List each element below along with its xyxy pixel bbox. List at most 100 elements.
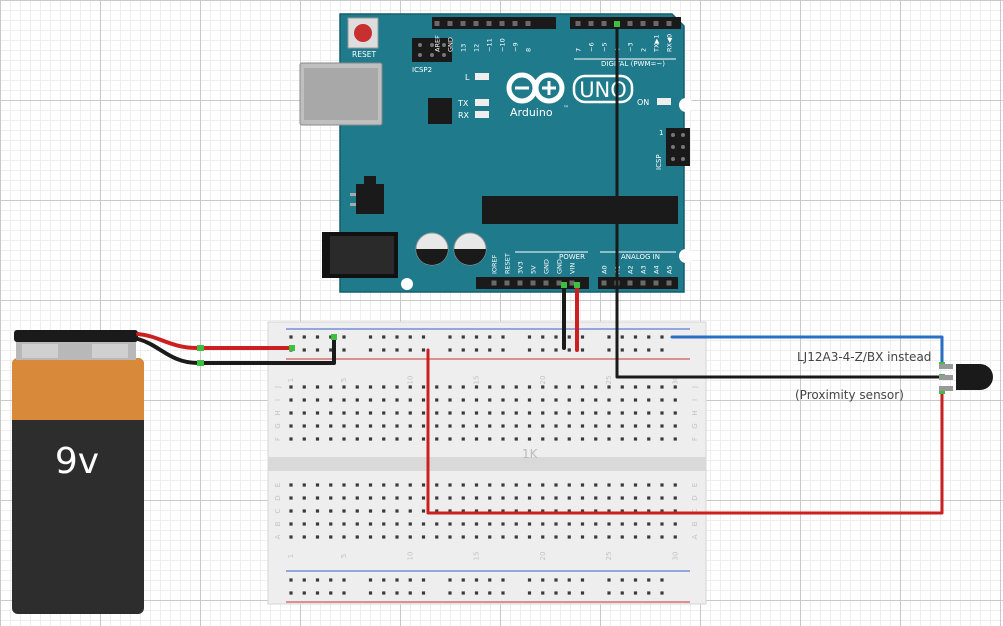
breadboard-hole bbox=[567, 424, 571, 428]
breadboard-hole bbox=[461, 509, 465, 513]
uno-badge bbox=[572, 74, 634, 104]
breadboard-hole bbox=[342, 437, 346, 441]
breadboard-hole bbox=[302, 398, 306, 402]
breadboard-hole bbox=[329, 437, 333, 441]
breadboard-hole bbox=[315, 578, 320, 582]
column-number: 20 bbox=[539, 376, 547, 385]
header-hole bbox=[640, 280, 646, 286]
breadboard-hole bbox=[607, 398, 611, 402]
breadboard-hole bbox=[302, 437, 306, 441]
breadboard-hole bbox=[342, 424, 346, 428]
row-letter: H bbox=[691, 410, 699, 415]
breadboard-hole bbox=[289, 483, 293, 487]
breadboard-hole bbox=[289, 398, 293, 402]
breadboard-hole bbox=[461, 496, 465, 500]
breadboard-hole bbox=[448, 411, 452, 415]
breadboard-hole bbox=[302, 535, 306, 539]
capacitor bbox=[453, 232, 487, 266]
breadboard-hole bbox=[289, 509, 293, 513]
icsp2-header bbox=[412, 38, 452, 62]
breadboard-hole bbox=[355, 437, 359, 441]
breadboard-hole bbox=[302, 348, 306, 352]
breadboard-hole bbox=[421, 348, 426, 352]
breadboard-hole bbox=[501, 398, 505, 402]
breadboard-hole bbox=[633, 437, 638, 441]
breadboard-hole bbox=[647, 437, 651, 441]
breadboard-hole bbox=[315, 496, 320, 500]
battery-label: 9v bbox=[55, 441, 99, 482]
battery-terminal bbox=[22, 344, 58, 358]
breadboard-hole bbox=[474, 335, 479, 339]
breadboard-hole bbox=[541, 348, 545, 352]
breadboard-hole bbox=[660, 483, 664, 487]
breadboard-hole bbox=[620, 335, 624, 339]
breadboard-hole bbox=[501, 522, 505, 526]
breadboard-hole bbox=[567, 398, 571, 402]
breadboard-hole bbox=[395, 335, 399, 339]
reset-label: RESET bbox=[352, 50, 376, 59]
breadboard-hole bbox=[607, 424, 611, 428]
breadboard-hole bbox=[594, 496, 598, 500]
breadboard-hole bbox=[647, 483, 651, 487]
breadboard-hole bbox=[554, 483, 558, 487]
breadboard-hole bbox=[554, 509, 558, 513]
header-hole bbox=[601, 21, 607, 26]
row-letter: F bbox=[691, 437, 699, 441]
breadboard-hole bbox=[501, 591, 505, 595]
breadboard-hole bbox=[501, 348, 505, 352]
breadboard-hole bbox=[527, 496, 532, 500]
breadboard-hole bbox=[289, 591, 293, 595]
breadboard-hole bbox=[382, 535, 386, 539]
capacitor bbox=[415, 232, 449, 266]
breadboard-hole bbox=[421, 335, 426, 339]
icsp-header bbox=[666, 128, 690, 166]
breadboard-hole bbox=[660, 522, 664, 526]
row-letter: I bbox=[274, 399, 282, 401]
breadboard-hole bbox=[554, 578, 558, 582]
breadboard-hole bbox=[395, 424, 399, 428]
breadboard-hole bbox=[448, 483, 452, 487]
barrel-jack-inner bbox=[330, 236, 394, 274]
breadboard-hole bbox=[647, 522, 651, 526]
breadboard-hole bbox=[594, 411, 598, 415]
breadboard-hole bbox=[382, 509, 386, 513]
reset-button-cap bbox=[354, 24, 372, 42]
led-tx bbox=[475, 99, 489, 106]
breadboard-hole bbox=[488, 335, 492, 339]
breadboard-hole bbox=[315, 411, 320, 415]
breadboard-hole bbox=[488, 411, 492, 415]
breadboard-hole bbox=[514, 496, 518, 500]
breadboard-hole bbox=[368, 348, 373, 352]
breadboard-hole bbox=[514, 411, 518, 415]
breadboard-hole bbox=[421, 483, 426, 487]
breadboard-hole bbox=[673, 385, 677, 389]
breadboard-hole bbox=[620, 483, 624, 487]
mounting-hole bbox=[401, 278, 413, 290]
breadboard-hole bbox=[368, 483, 373, 487]
breadboard-hole bbox=[395, 348, 399, 352]
wire-sensor-blue bbox=[670, 335, 944, 368]
header-hole bbox=[569, 280, 575, 286]
breadboard-hole bbox=[514, 522, 518, 526]
breadboard-hole bbox=[461, 591, 465, 595]
breadboard-hole bbox=[315, 522, 320, 526]
breadboard-hole bbox=[567, 578, 571, 582]
breadboard-hole bbox=[421, 424, 426, 428]
digital-header-2 bbox=[570, 17, 681, 29]
breadboard-hole bbox=[620, 437, 624, 441]
breadboard-hole bbox=[448, 335, 452, 339]
digital-label: DIGITAL (PWM=~) bbox=[601, 60, 665, 68]
analog-label: ANALOG IN bbox=[621, 253, 660, 261]
breadboard-hole bbox=[315, 348, 320, 352]
breadboard-hole bbox=[448, 591, 452, 595]
breadboard-hole bbox=[488, 437, 492, 441]
small-chip bbox=[428, 98, 452, 124]
breadboard-hole bbox=[302, 335, 306, 339]
breadboard-hole bbox=[527, 335, 532, 339]
breadboard-hole bbox=[408, 591, 412, 595]
breadboard-hole bbox=[607, 348, 611, 352]
breadboard-hole bbox=[554, 348, 558, 352]
breadboard-hole bbox=[567, 335, 571, 339]
breadboard-hole bbox=[329, 496, 333, 500]
